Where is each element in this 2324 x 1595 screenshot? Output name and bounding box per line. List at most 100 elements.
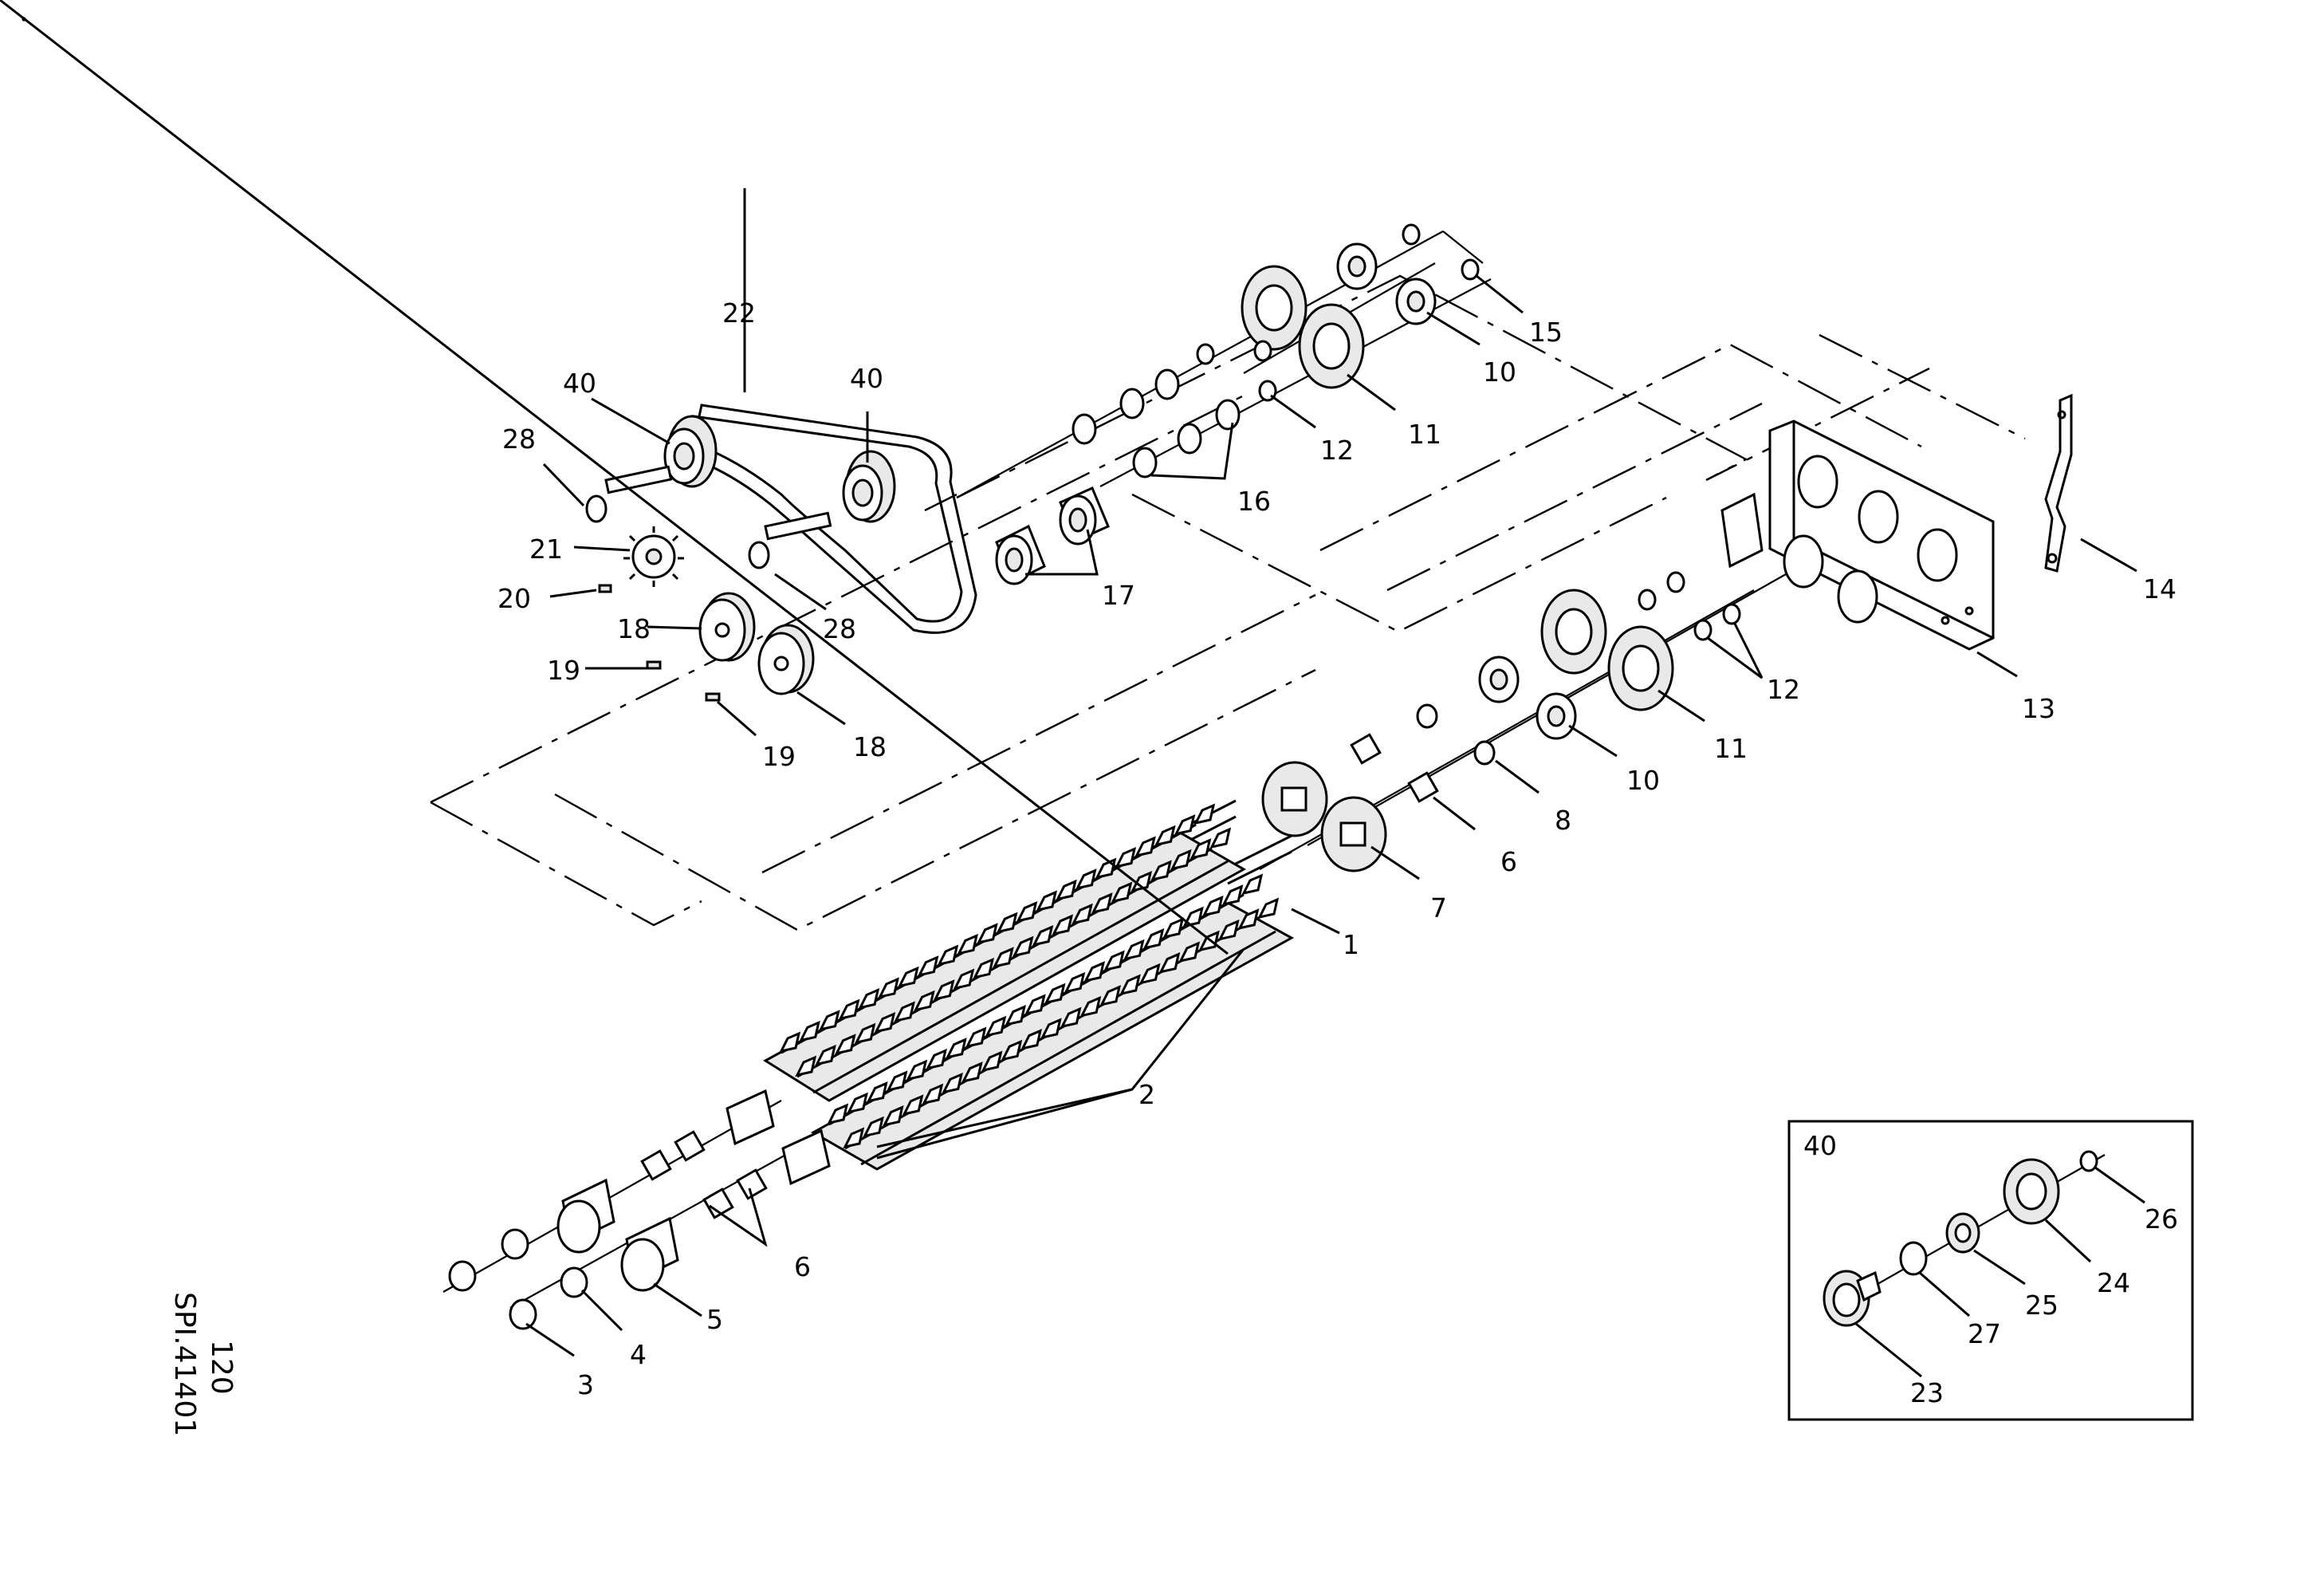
callout-8: 8	[1555, 805, 1571, 836]
drawing-code: SPI.41401	[168, 1292, 201, 1436]
roller-tooth	[1040, 1018, 1062, 1040]
callout-16: 16	[1237, 486, 1271, 517]
roller-tooth	[1178, 941, 1201, 963]
callout-18-upper: 18	[617, 613, 651, 644]
roller-tooth	[1052, 914, 1073, 936]
callout-4: 4	[630, 1339, 647, 1370]
roller-tooth	[996, 912, 1018, 934]
circlip-15-a	[1402, 223, 1421, 246]
roller-tooth	[1091, 892, 1113, 914]
roller-tooth	[882, 1105, 904, 1127]
roller-tooth	[1060, 1006, 1082, 1029]
callout-19-upper: 19	[547, 655, 580, 686]
roller-tooth	[937, 944, 959, 967]
circlips-12-lower	[1253, 340, 1741, 641]
callout-2: 2	[1138, 1079, 1155, 1110]
roller-tooth	[992, 947, 1014, 968]
detail-callout-27: 27	[1968, 1318, 2001, 1349]
detail-leader-lines	[1855, 1166, 2145, 1378]
detail-box-40: 40 23 24 25 26 27	[1787, 1120, 2194, 1421]
roller-tooth	[818, 1010, 840, 1031]
bushing-17-a	[995, 524, 1046, 585]
roller-tooth	[1201, 895, 1224, 917]
discs-3	[448, 1260, 537, 1330]
roller-tooth	[1079, 995, 1102, 1018]
roller-tooth	[894, 1001, 915, 1023]
roller-tooth	[1221, 884, 1244, 906]
roller-tooth	[1190, 838, 1212, 860]
bearing-10-lower-b	[1536, 692, 1577, 740]
key-20	[598, 584, 612, 593]
end-plates-7	[1261, 761, 1387, 872]
roller-tooth	[973, 957, 994, 979]
roller-tooth	[1174, 814, 1196, 836]
roller-tooth	[1044, 983, 1066, 1005]
drawing-page-number: 120	[205, 1340, 238, 1395]
upper-shaft-bushings	[1072, 343, 1277, 478]
roller-tooth	[957, 933, 978, 955]
callout-18-lower: 18	[853, 731, 887, 762]
roller-tooth	[863, 1116, 884, 1138]
roller-tooth	[827, 1103, 849, 1125]
sprocket-21	[623, 526, 684, 587]
bearing-10-upper-a	[1336, 242, 1378, 290]
roller-tooth	[1193, 803, 1216, 825]
roller-tooth	[1119, 974, 1141, 996]
circlip-15-b	[1461, 258, 1480, 281]
bearing-10-lower-a	[1478, 656, 1520, 703]
roller-tooth	[1123, 939, 1145, 961]
detail-part-27	[1899, 1241, 1928, 1276]
roller-tooth	[866, 1081, 888, 1103]
key-19-lower	[705, 692, 721, 702]
roller-tooth	[1012, 935, 1034, 958]
roller-tooth	[858, 987, 880, 1010]
roller-tooth	[1170, 849, 1192, 871]
roller-tooth	[942, 1072, 963, 1094]
detail-part-24	[2003, 1158, 2060, 1225]
callout-40-right: 40	[850, 363, 883, 394]
roller-tooth	[854, 1022, 876, 1045]
roller-tooth	[1032, 925, 1054, 947]
roller-tooth	[965, 1026, 987, 1049]
callout-3: 3	[577, 1369, 594, 1400]
roller-tooth	[1197, 930, 1220, 952]
washers-4	[501, 1228, 588, 1298]
detail-box-title: 40	[1803, 1130, 1837, 1161]
callout-12-lower: 12	[1767, 674, 1800, 705]
callout-19-lower: 19	[762, 741, 796, 772]
roller-tooth	[985, 1015, 1007, 1038]
roller-tooth	[779, 1031, 801, 1053]
washers-6-8-right	[1350, 703, 1496, 803]
roller-tooth	[922, 1083, 944, 1105]
detail-part-25	[1945, 1212, 1980, 1254]
roller-tooth	[1150, 860, 1172, 882]
roller-tooth	[799, 1020, 820, 1042]
roller-tooth	[1083, 961, 1105, 983]
roller-tooth	[1055, 879, 1077, 901]
roller-tooth	[1182, 906, 1204, 928]
callout-20: 20	[497, 583, 531, 614]
roller-tooth	[953, 968, 975, 990]
roller-tooth	[1217, 919, 1240, 941]
roller-tooth	[1241, 873, 1264, 896]
detail-callout-25: 25	[2025, 1290, 2059, 1321]
callout-10-upper: 10	[1483, 356, 1516, 388]
belt-22	[689, 404, 977, 634]
roller-tooth	[1103, 950, 1125, 972]
roller-tooth	[913, 990, 935, 1012]
key-19-upper	[646, 660, 662, 670]
roller-tooth	[906, 1059, 928, 1081]
callout-21: 21	[529, 534, 563, 565]
callout-15: 15	[1529, 317, 1563, 348]
roller-tooth	[1016, 901, 1038, 923]
callout-labels: 1 2 3 4 5 6 6 7 8 10 10 11 11 12 12 13 1…	[497, 297, 2177, 1400]
pulley-40-left	[663, 415, 718, 488]
roller-tooth	[1111, 881, 1133, 904]
roller-tooth	[1036, 890, 1057, 912]
roller-tooth	[1095, 857, 1117, 880]
square-shaft-ends	[726, 1089, 831, 1186]
detail-callout-24: 24	[2097, 1267, 2130, 1298]
roller-teeth	[779, 803, 1280, 1149]
housing-plate-13	[1720, 419, 1995, 651]
